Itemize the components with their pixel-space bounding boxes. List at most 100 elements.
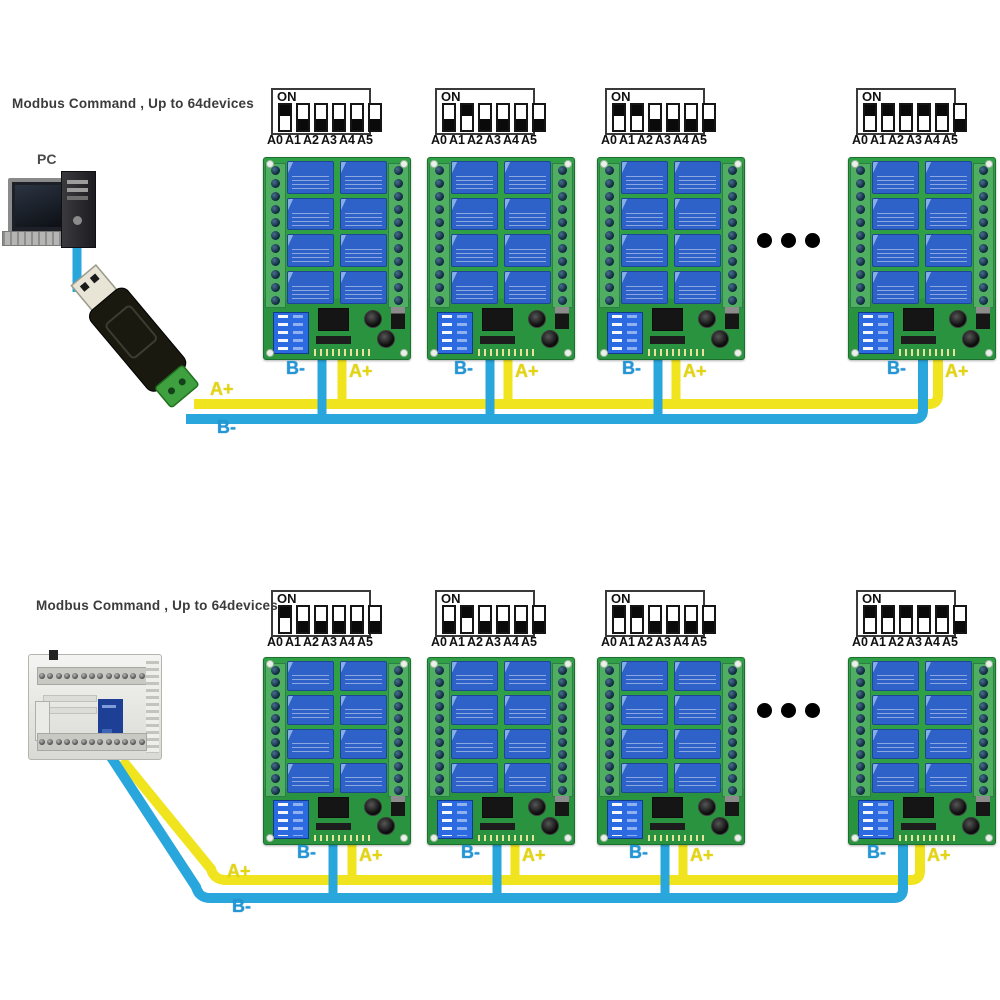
more-devices-dot	[757, 703, 772, 718]
dip-pin-label: A1	[619, 635, 635, 649]
terminal-screw	[435, 217, 444, 227]
terminal-screw	[728, 256, 737, 266]
relay	[504, 729, 551, 760]
dip-switch-A5[interactable]	[702, 605, 716, 634]
dip-switch-A1[interactable]	[296, 103, 310, 132]
terminal-strip	[265, 163, 286, 308]
wire-label-a-plus: A+	[683, 361, 707, 381]
dip-switch-A0[interactable]	[278, 605, 292, 634]
dip-switch-A4[interactable]	[684, 103, 698, 132]
component-zone	[430, 307, 572, 357]
dip-switch-A5[interactable]	[532, 605, 546, 634]
dip-switch-A1[interactable]	[296, 605, 310, 634]
dip-switch-A0[interactable]	[612, 605, 626, 634]
dip-switch-A5[interactable]	[953, 605, 967, 634]
terminal-screw	[271, 269, 280, 279]
dip-switch-A5[interactable]	[368, 605, 382, 634]
dip-switch-A1[interactable]	[881, 103, 895, 132]
terminal-screw	[558, 204, 567, 214]
ic-chip	[652, 309, 683, 331]
terminal-screw	[856, 713, 865, 723]
dip-switch-block: ON	[271, 590, 382, 637]
terminal-screw	[728, 725, 737, 735]
relay	[621, 729, 668, 760]
dip-switch-A5[interactable]	[702, 103, 716, 132]
dip-switch-A4[interactable]	[514, 605, 528, 634]
dip-switch-A3[interactable]	[917, 605, 931, 634]
dip-switch-A3[interactable]	[496, 103, 510, 132]
dip-col	[442, 803, 453, 837]
dip-switch-A4[interactable]	[350, 103, 364, 132]
relay-grid	[872, 661, 972, 794]
dip-switch-block: ON	[605, 590, 716, 637]
dip-switch-A2[interactable]	[648, 103, 662, 132]
dip-switch-block: ON	[856, 590, 967, 637]
voltage-regulator	[724, 796, 740, 817]
dip-switch-A0[interactable]	[863, 103, 877, 132]
config-dip-switch	[273, 800, 310, 840]
dip-switch-A3[interactable]	[332, 103, 346, 132]
dip-switch-A1[interactable]	[630, 605, 644, 634]
dip-switch-A0[interactable]	[612, 103, 626, 132]
relay-board	[263, 157, 411, 360]
dip-switch-A3[interactable]	[332, 605, 346, 634]
dip-on-label: ON	[441, 89, 461, 104]
dip-switch-A5[interactable]	[532, 103, 546, 132]
dip-switch-A4[interactable]	[350, 605, 364, 634]
dip-switch-A1[interactable]	[630, 103, 644, 132]
more-devices-dot	[805, 703, 820, 718]
dip-pin-label: A4	[924, 635, 940, 649]
dip-switch-A0[interactable]	[442, 103, 456, 132]
wire-label-a-plus: A+	[210, 379, 234, 399]
mounting-hole	[734, 834, 742, 842]
dip-switch-A0[interactable]	[863, 605, 877, 634]
dip-switch-A1[interactable]	[460, 103, 474, 132]
dip-pin-label: A5	[691, 133, 707, 147]
relay	[451, 271, 498, 304]
dip-switch-A0[interactable]	[278, 103, 292, 132]
dip-switch-A3[interactable]	[666, 605, 680, 634]
dip-switch-A2[interactable]	[899, 103, 913, 132]
dip-switch-A5[interactable]	[953, 103, 967, 132]
dip-switch-A3[interactable]	[496, 605, 510, 634]
dip-switch-A0[interactable]	[442, 605, 456, 634]
dip-pin-label: A0	[852, 635, 868, 649]
dip-switch-A2[interactable]	[314, 103, 328, 132]
relay	[340, 271, 387, 304]
dip-switch-A2[interactable]	[478, 103, 492, 132]
dip-switch-row	[442, 605, 546, 634]
dip-col	[456, 315, 468, 351]
plc-terminal-screw	[97, 673, 104, 679]
dip-switch-A2[interactable]	[314, 605, 328, 634]
relay	[504, 661, 551, 691]
relay	[340, 161, 387, 194]
relay-board	[427, 657, 575, 845]
dip-switch-A2[interactable]	[478, 605, 492, 634]
dip-switch-A5[interactable]	[368, 103, 382, 132]
plc-terminal-screw	[55, 739, 62, 745]
dip-switch-A4[interactable]	[684, 605, 698, 634]
dip-col	[612, 803, 623, 837]
dip-switch-A3[interactable]	[917, 103, 931, 132]
mounting-hole	[266, 834, 274, 842]
dip-switch-A4[interactable]	[514, 103, 528, 132]
terminal-screw	[558, 737, 567, 747]
dip-switch-A4[interactable]	[935, 605, 949, 634]
dip-switch-A2[interactable]	[899, 605, 913, 634]
terminal-screw	[394, 785, 403, 795]
section-title-pc: Modbus Command , Up to 64devices	[12, 96, 254, 111]
plc-terminal-screw	[72, 739, 79, 745]
dip-switch-A1[interactable]	[881, 605, 895, 634]
dip-switch-A2[interactable]	[648, 605, 662, 634]
terminal-screw	[271, 701, 280, 711]
component-zone	[600, 307, 742, 357]
dip-switch-A4[interactable]	[935, 103, 949, 132]
terminal-screw	[605, 230, 614, 240]
plc-terminal-screw	[105, 673, 112, 679]
terminal-screw	[979, 243, 988, 253]
dip-switch-A3[interactable]	[666, 103, 680, 132]
terminal-screw	[558, 701, 567, 711]
dip-switch-A1[interactable]	[460, 605, 474, 634]
